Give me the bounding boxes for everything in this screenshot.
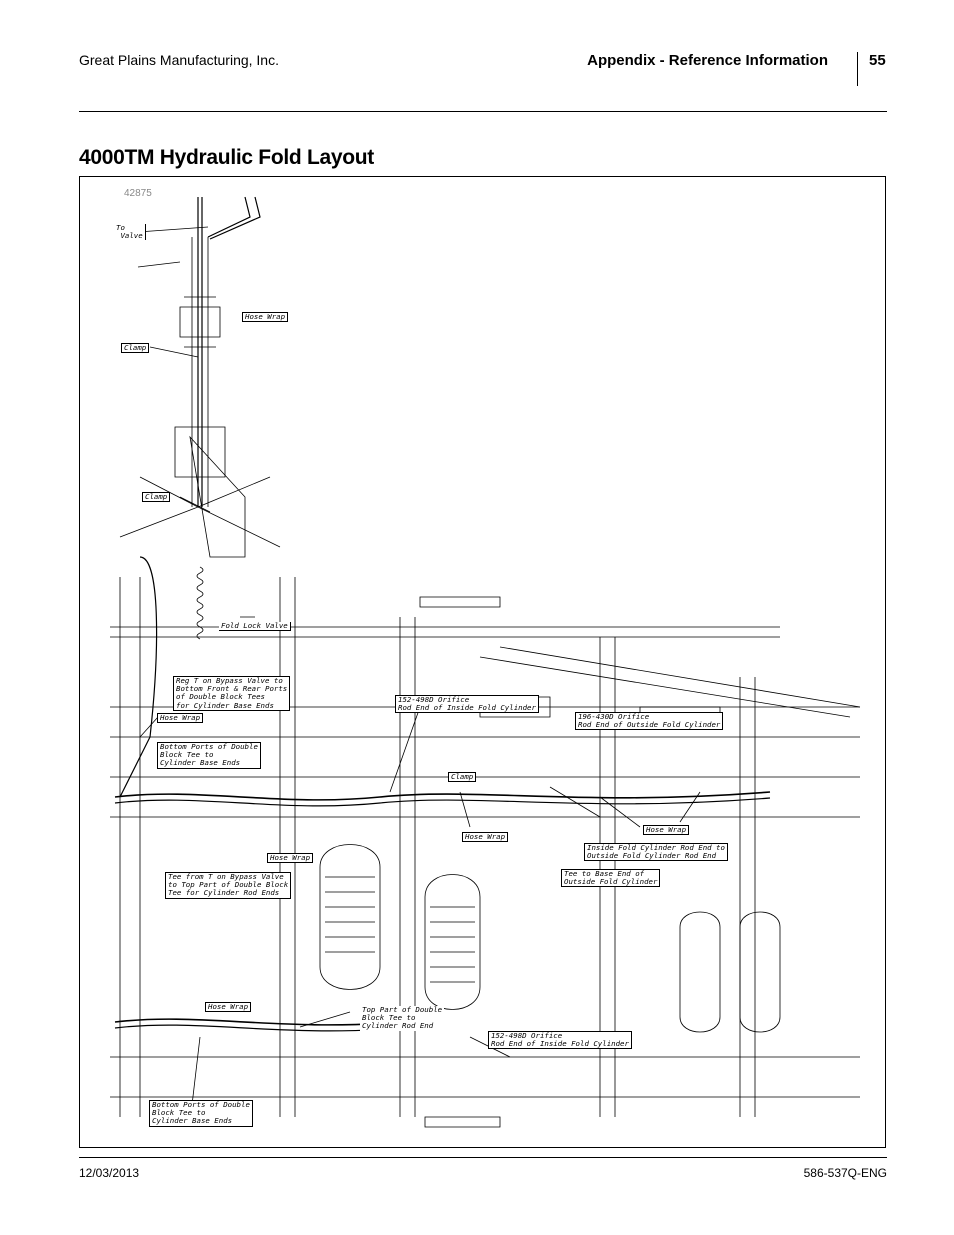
callout-clamp-upper: Clamp: [121, 343, 150, 354]
header-rule: [79, 111, 887, 112]
callout-hose-wrap-low: Hose Wrap: [205, 1002, 252, 1013]
callout-tee-from-t: Tee from T on Bypass Valve to Top Part o…: [165, 872, 292, 899]
footer-doc-number: 586-537Q-ENG: [803, 1166, 887, 1180]
callout-fold-lock-valve: Fold Lock Valve: [219, 621, 291, 632]
figure-number: 42875: [124, 188, 152, 199]
callout-clamp-mid: Clamp: [448, 772, 477, 783]
header-company: Great Plains Manufacturing, Inc.: [79, 52, 279, 68]
callout-hose-wrap-left1: Hose Wrap: [157, 713, 204, 724]
callout-clamp-lower: Clamp: [142, 492, 171, 503]
callout-top-part: Top Part of Double Block Tee to Cylinder…: [360, 1005, 445, 1031]
callout-bottom-ports-bottom: Bottom Ports of Double Block Tee to Cyli…: [149, 1100, 253, 1127]
header-divider: [857, 52, 858, 86]
footer-date: 12/03/2013: [79, 1166, 140, 1180]
callout-hose-wrap-top: Hose Wrap: [242, 312, 289, 323]
callout-inside-fold-rod: Inside Fold Cylinder Rod End to Outside …: [584, 843, 728, 862]
header-section-title: Appendix - Reference Information: [587, 52, 828, 69]
callout-hose-wrap-left2: Hose Wrap: [267, 853, 314, 864]
hydraulic-diagram: [110, 196, 861, 1128]
callout-tee-to-base: Tee to Base End of Outside Fold Cylinder: [561, 869, 661, 888]
callout-orifice-152-bottom: 152-498D Orifice Rod End of Inside Fold …: [488, 1031, 632, 1050]
figure-frame: 42875 To Valve Hose Wrap Clamp Clamp Fol…: [79, 176, 886, 1148]
callout-orifice-152-top: 152-498D Orifice Rod End of Inside Fold …: [395, 695, 539, 714]
page-title: 4000TM Hydraulic Fold Layout: [79, 146, 374, 169]
callout-reg-t-bypass: Reg T on Bypass Valve to Bottom Front & …: [173, 676, 291, 711]
callout-hose-wrap-mid: Hose Wrap: [462, 832, 509, 843]
footer-rule: [79, 1157, 887, 1158]
callout-hose-wrap-right: Hose Wrap: [643, 825, 690, 836]
callout-orifice-196: 196-430D Orifice Rod End of Outside Fold…: [575, 712, 724, 731]
callout-bottom-ports-top: Bottom Ports of Double Block Tee to Cyli…: [157, 742, 261, 769]
page-number: 55: [869, 52, 886, 69]
callout-to-valve: To Valve: [114, 223, 146, 241]
